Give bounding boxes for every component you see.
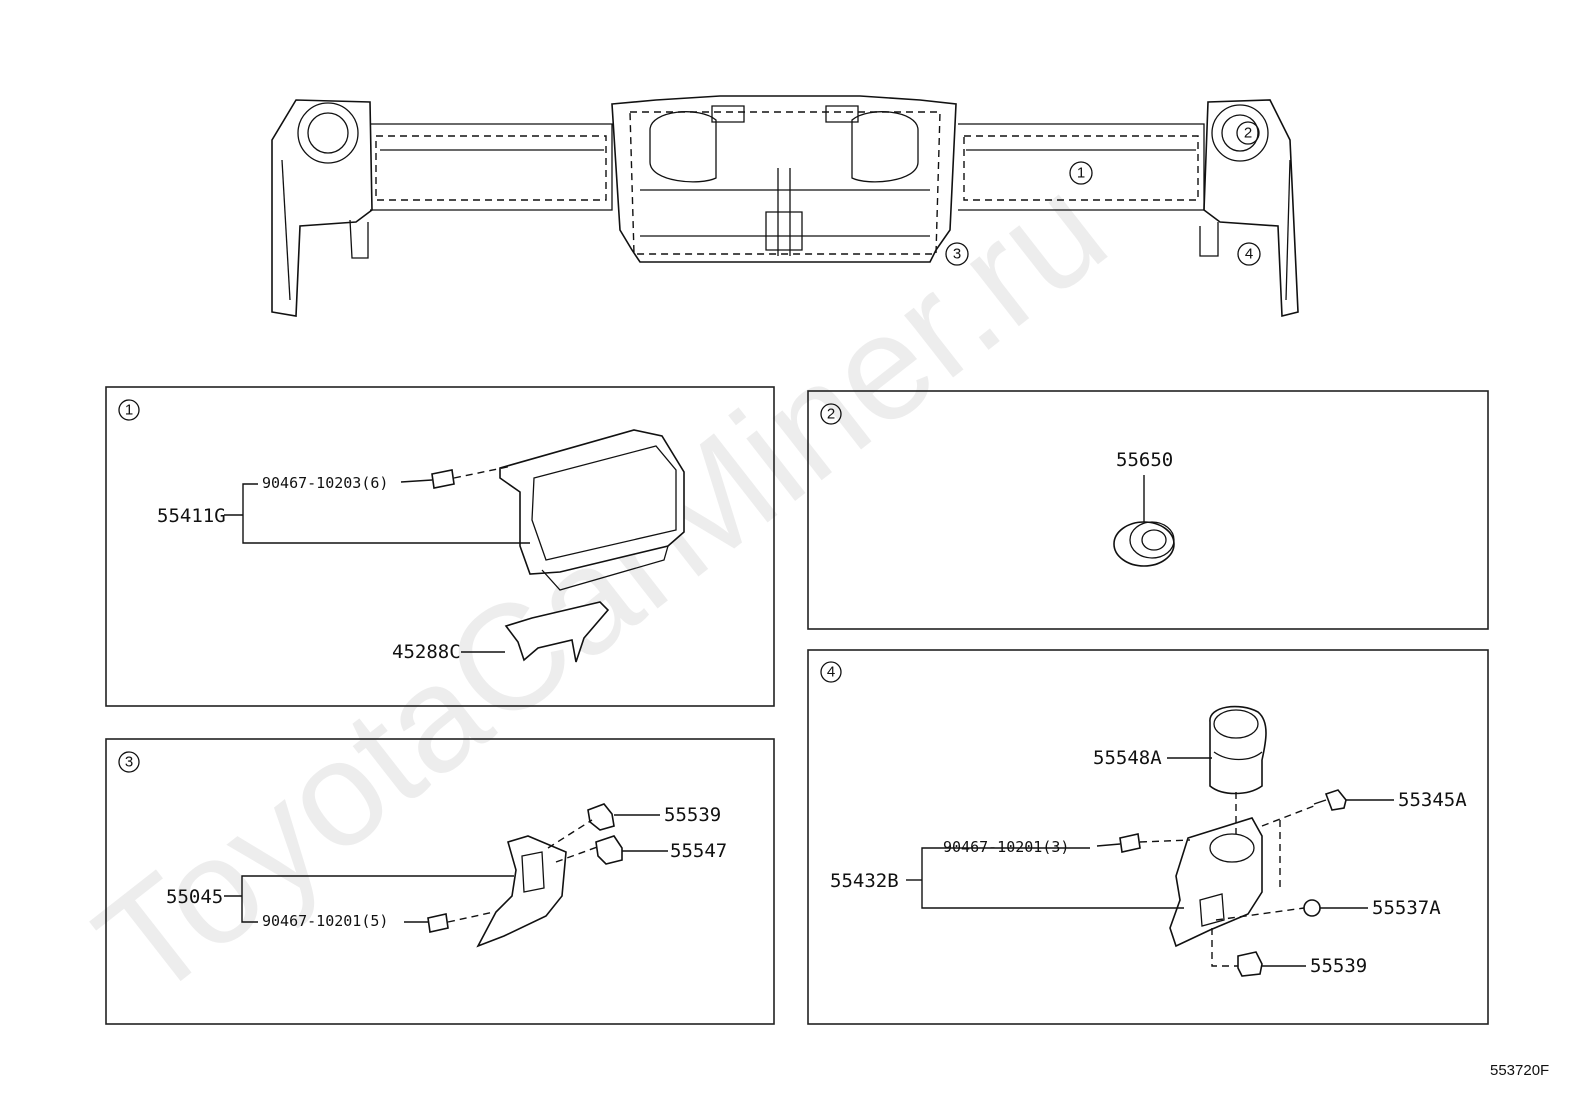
overview-dashboard [271,95,1299,318]
overview-callout-2: 2 [1236,121,1260,145]
panel-3-callout: 3 [125,754,133,771]
part-label-90467-10201-3: 90467-10201(3) [943,838,1069,856]
detail-panel-3: 3 90467-10201(5) 55045 55539 55547 [105,738,775,1025]
part-label-55547: 55547 [670,840,727,862]
svg-text:4: 4 [1245,246,1253,263]
svg-text:3: 3 [953,246,961,263]
overview-callout-3: 3 [945,242,969,266]
overview-callout-4: 4 [1237,242,1261,266]
part-label-55432B: 55432B [830,870,899,892]
detail-panel-1: 1 90467-10203(6) 55411G 45288C [105,386,775,707]
part-label-55411G: 55411G [157,505,226,527]
svg-text:2: 2 [1244,125,1252,142]
detail-panel-2: 2 55650 [807,390,1489,630]
part-label-45288C: 45288C [392,641,461,663]
part-label-55548A: 55548A [1093,747,1162,769]
part-label-55539-panel4: 55539 [1310,955,1367,977]
detail-panel-4: 4 90467-10201(3) 55432B [807,649,1489,1025]
part-label-90467-10203: 90467-10203(6) [262,474,388,492]
overview-callout-1: 1 [1069,161,1093,185]
part-label-55650: 55650 [1116,449,1173,471]
part-label-55539-panel3: 55539 [664,804,721,826]
part-label-55537A: 55537A [1372,897,1441,919]
part-label-55045: 55045 [166,886,223,908]
part-label-90467-10201-5: 90467-10201(5) [262,912,388,930]
panel-4-callout: 4 [827,664,835,681]
svg-text:1: 1 [1077,165,1085,182]
diagram-code: 553720F [1490,1062,1549,1079]
panel-2-callout: 2 [827,406,835,423]
part-label-55345A: 55345A [1398,789,1467,811]
watermark: ToyotaCarMiner.ru [66,143,1135,1030]
panel-1-callout: 1 [125,402,133,419]
